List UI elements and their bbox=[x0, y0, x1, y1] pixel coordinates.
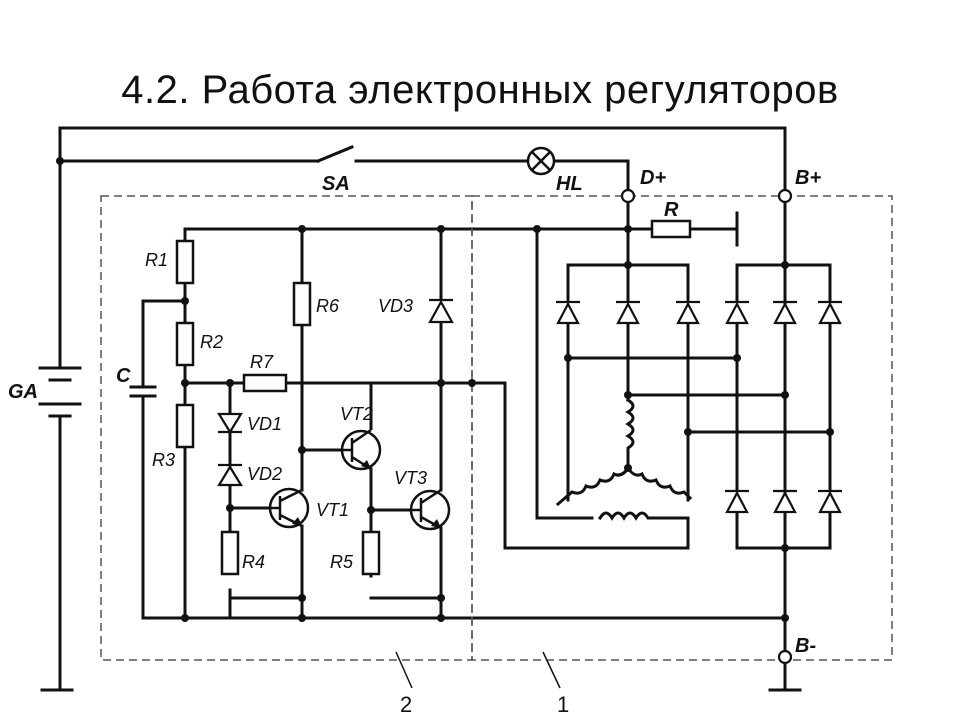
label-r5: R5 bbox=[330, 552, 354, 572]
stator-winding-2 bbox=[555, 465, 631, 507]
label-r4: R4 bbox=[242, 552, 265, 572]
transistor-vt3 bbox=[409, 488, 451, 531]
vt1-emitter-arrow bbox=[292, 517, 302, 526]
terminal-b-plus bbox=[777, 188, 793, 204]
label-b-minus: B- bbox=[795, 635, 816, 657]
label-r2: R2 bbox=[200, 332, 223, 352]
label-vt1: VT1 bbox=[316, 500, 349, 520]
bridge-diode-8 bbox=[773, 489, 797, 514]
resistor-r3 bbox=[175, 403, 195, 449]
generator-enclosure-1 bbox=[471, 195, 893, 661]
transistor-vt2 bbox=[340, 428, 382, 471]
resistor-r7 bbox=[242, 373, 288, 393]
label-r: R bbox=[664, 199, 679, 221]
resistor-r5 bbox=[361, 530, 381, 576]
bridge-diode-1 bbox=[556, 300, 580, 325]
junction-dots bbox=[56, 157, 834, 622]
label-r3: R3 bbox=[152, 450, 175, 470]
label-vt3: VT3 bbox=[394, 468, 427, 488]
label-hl: HL bbox=[556, 173, 583, 195]
bridge-diode-3 bbox=[676, 300, 700, 325]
resistor-r6 bbox=[292, 281, 312, 327]
bridge-diode-7 bbox=[725, 489, 749, 514]
bridge-diode-4 bbox=[725, 300, 749, 325]
lamp-hl-icon bbox=[526, 146, 556, 176]
bridge-diode-6 bbox=[818, 300, 842, 325]
callout-1-leader bbox=[542, 651, 561, 689]
diode-vd1 bbox=[217, 412, 243, 435]
label-b-plus: B+ bbox=[795, 167, 821, 189]
slide-title: 4.2. Работа электронных регуляторов bbox=[121, 68, 839, 112]
stator-winding-3 bbox=[625, 465, 693, 501]
transistor-vt1 bbox=[268, 487, 310, 529]
terminal-d-plus bbox=[620, 188, 636, 204]
callout-1-label: 1 bbox=[557, 692, 569, 717]
label-r6: R6 bbox=[316, 296, 340, 316]
vt2-emitter-arrow bbox=[361, 460, 371, 469]
resistor-r2 bbox=[175, 321, 195, 367]
switch-sa-blade bbox=[316, 145, 354, 163]
callout-2-leader bbox=[395, 651, 413, 689]
diode-vd2 bbox=[217, 463, 243, 487]
label-c: C bbox=[116, 365, 131, 387]
resistor-r4 bbox=[220, 530, 240, 576]
callout-2-label: 2 bbox=[400, 692, 412, 717]
terminal-b-minus bbox=[777, 649, 793, 665]
label-r1: R1 bbox=[145, 250, 168, 270]
label-sa: SA bbox=[322, 173, 350, 195]
bridge-diode-5 bbox=[773, 300, 797, 325]
label-vd1: VD1 bbox=[247, 414, 282, 434]
field-winding bbox=[597, 511, 690, 521]
label-d-plus: D+ bbox=[640, 167, 666, 189]
label-r7: R7 bbox=[250, 352, 274, 372]
resistor-r1 bbox=[175, 239, 195, 285]
resistor-r bbox=[650, 219, 692, 239]
bridge-diode-9 bbox=[818, 489, 842, 514]
label-vd3: VD3 bbox=[378, 296, 413, 316]
bridge-diode-2 bbox=[616, 300, 640, 325]
label-vt2: VT2 bbox=[340, 404, 373, 424]
vt3-emitter-arrow bbox=[431, 519, 441, 528]
stator-winding-1 bbox=[625, 397, 635, 470]
diode-vd3 bbox=[428, 298, 454, 324]
label-vd2: VD2 bbox=[247, 464, 282, 484]
label-ga: GA bbox=[8, 381, 38, 403]
